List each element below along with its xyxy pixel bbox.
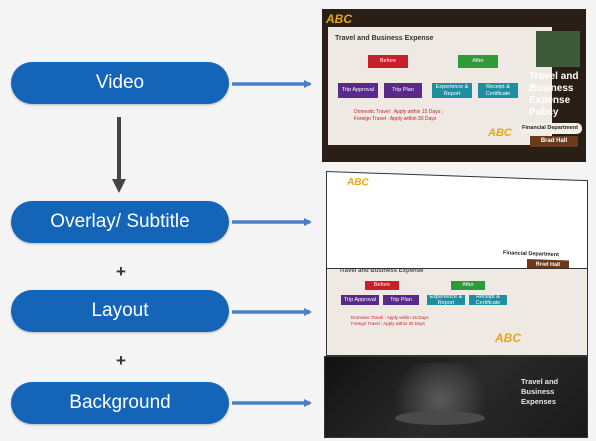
receipt-box: Receipt & Certificate: [478, 83, 518, 98]
video-composite: ABC Travel and Business Expense Before A…: [322, 9, 586, 162]
slide-title: Travel and Business Expense: [335, 35, 434, 42]
presenter-name: Brad Hall: [530, 136, 578, 147]
step-overlay-label: Overlay/ Subtitle: [50, 211, 190, 232]
department-label: Financial Department: [518, 123, 582, 134]
heading-line-1: Travel and: [529, 71, 579, 82]
slide-content-area: Travel and Business Expense Before After…: [328, 27, 552, 145]
overlay-logo: ABC: [347, 176, 369, 189]
bg-line-1: Travel and: [521, 377, 559, 386]
step-background[interactable]: Background: [11, 382, 229, 424]
after-box: After: [458, 55, 498, 68]
heading-line-3: Expense: [529, 95, 571, 106]
layout-receipt: Receipt & Certificate: [469, 294, 507, 306]
layout-trip-approval: Trip Approval: [341, 295, 379, 305]
layout-before: Before: [365, 281, 399, 290]
trip-approval-box: Trip Approval: [338, 83, 378, 98]
presenter-photo: [536, 31, 580, 67]
bg-line-3: Expenses: [521, 397, 557, 406]
layout-note-1: Domestic Travel : Apply within 15 Days: [351, 315, 429, 320]
abc-logo: ABC: [326, 12, 352, 26]
background-layer: Travel and Business Expenses: [324, 356, 588, 438]
layout-expense-report: Experience & Report: [427, 294, 465, 306]
plus-sign: +: [116, 262, 126, 281]
plus-sign: +: [116, 351, 126, 370]
note-line-1: Domestic Travel : Apply within 15 Days ;: [354, 109, 443, 115]
bg-line-2: Business: [521, 387, 555, 396]
layout-layer: Travel and Business Expense Before After…: [326, 268, 588, 356]
layout-after: After: [451, 281, 485, 290]
step-layout-label: Layout: [91, 300, 149, 321]
step-overlay-subtitle[interactable]: Overlay/ Subtitle: [11, 201, 229, 243]
overlay-layer: ABC Financial Department Brad Hall: [326, 171, 588, 282]
layout-logo: ABC: [495, 331, 521, 345]
step-layout[interactable]: Layout: [11, 290, 229, 332]
step-video[interactable]: Video: [11, 62, 229, 104]
layout-note-2: Foreign Travel : Apply within 30 Days: [351, 321, 426, 326]
note-line-2: Foreign Travel : Apply within 30 Days: [354, 116, 437, 122]
abc-logo-small: ABC: [488, 127, 512, 139]
heading-line-4: Policy: [529, 107, 559, 118]
trip-plan-box: Trip Plan: [384, 83, 422, 98]
step-background-label: Background: [69, 392, 171, 413]
before-box: Before: [368, 55, 408, 68]
overlay-department: Financial Department: [503, 250, 559, 259]
step-video-label: Video: [95, 72, 145, 93]
heading-line-2: Business: [529, 83, 574, 94]
layout-title: Travel and Business Expense: [339, 268, 424, 274]
layout-trip-plan: Trip Plan: [383, 295, 419, 305]
hand-graphic: [395, 411, 485, 425]
expense-report-box: Experience & Report: [432, 83, 472, 98]
